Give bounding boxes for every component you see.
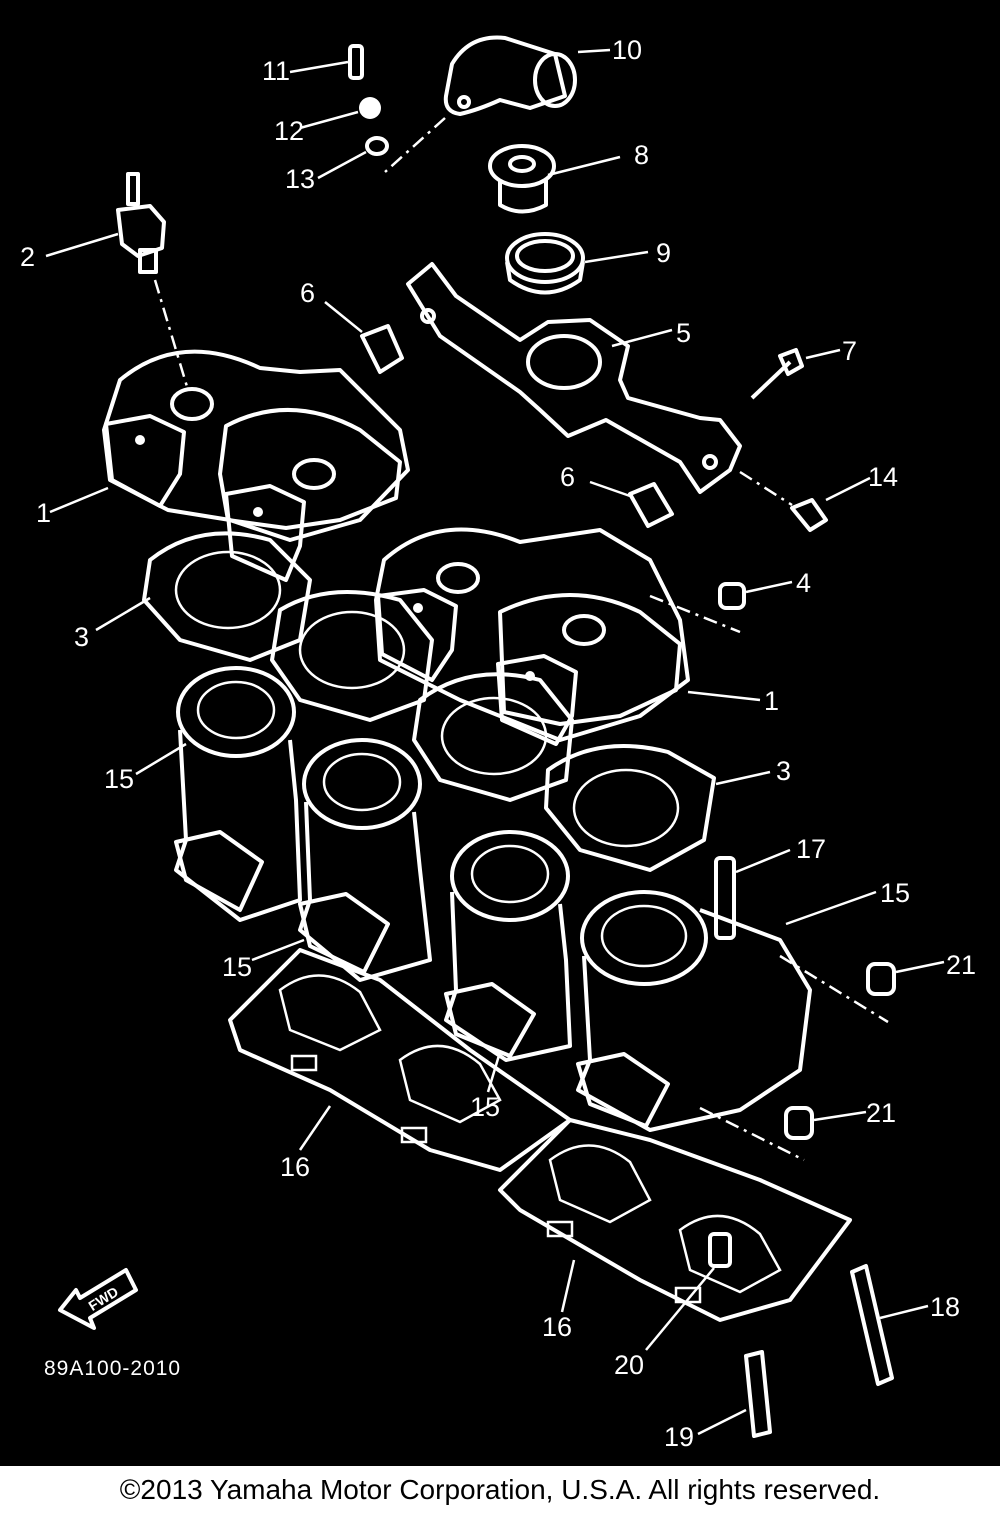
callout-15-cyl1: 15 (104, 764, 135, 794)
callout-12: 12 (274, 116, 305, 146)
exploded-view-diagram: FWD 11 12 13 10 8 2 9 6 5 7 6 1 14 4 3 1… (0, 0, 1000, 1466)
callout-18: 18 (930, 1292, 961, 1322)
callout-6-lower: 6 (560, 462, 576, 492)
callout-1-right: 1 (764, 686, 780, 716)
fwd-arrow-icon: FWD (58, 1268, 138, 1330)
callout-14: 14 (868, 462, 899, 492)
callout-15-cyl4: 15 (880, 878, 911, 908)
diagram-code: 89A100-2010 (44, 1357, 182, 1380)
callout-16-right: 16 (542, 1312, 573, 1342)
callout-4: 4 (796, 568, 812, 598)
callout-1-left: 1 (36, 498, 52, 528)
callout-21-lower: 21 (866, 1098, 897, 1128)
callout-9: 9 (656, 238, 672, 268)
part-4-nut (649, 580, 793, 634)
part-2-sensor (45, 172, 190, 391)
part-16-base-gasket-left (228, 948, 572, 1172)
part-21-nut-upper (866, 960, 945, 996)
part-18-stud (850, 1264, 929, 1386)
callout-13: 13 (285, 164, 316, 194)
callout-15-cyl2: 15 (222, 952, 253, 982)
callout-15-cyl3: 15 (470, 1092, 501, 1122)
callout-10: 10 (612, 35, 643, 65)
part-15-cylinder-4 (576, 890, 889, 1162)
callout-5: 5 (676, 318, 692, 348)
part-12-ball (299, 97, 381, 130)
part-11-bolt (289, 44, 364, 80)
part-6-gasket-upper (324, 301, 404, 374)
part-21-nut-lower (784, 1106, 867, 1140)
part-8-thermostat (488, 144, 621, 214)
part-9-seal (505, 232, 649, 295)
part-10-elbow (384, 35, 611, 173)
part-16-base-gasket-right (498, 1118, 852, 1322)
callout-16-left: 16 (280, 1152, 311, 1182)
part-13-washer (317, 136, 389, 180)
part-1-cylinder-head-left (49, 349, 410, 582)
part-5-water-manifold (406, 262, 793, 507)
part-15-cylinder-3 (444, 830, 572, 1093)
part-14-fitting (790, 476, 871, 532)
callout-11: 11 (262, 56, 291, 86)
part-7-bolt (750, 348, 841, 400)
callout-8: 8 (634, 140, 650, 170)
part-15-cylinder-2 (251, 738, 432, 982)
part-19-stud (697, 1350, 772, 1438)
part-20-dowel (645, 1232, 732, 1351)
diagram-artwork: FWD (45, 35, 945, 1438)
callout-17: 17 (796, 834, 827, 864)
callout-2: 2 (20, 242, 36, 272)
callout-3-right: 3 (776, 756, 792, 786)
part-6-gasket-lower (589, 480, 674, 528)
copyright-footer: ©2013 Yamaha Motor Corporation, U.S.A. A… (119, 1474, 881, 1505)
part-17-stud (714, 848, 791, 940)
callout-3-left: 3 (74, 622, 90, 652)
callout-21-upper: 21 (946, 950, 977, 980)
callout-7: 7 (842, 336, 858, 366)
part-15-cylinder-1 (135, 666, 302, 922)
part-3-head-gasket-left (95, 531, 434, 722)
callout-19: 19 (664, 1422, 695, 1452)
callout-6-upper: 6 (300, 278, 316, 308)
part-3-head-gasket-right (412, 672, 771, 872)
callout-20: 20 (614, 1350, 645, 1380)
